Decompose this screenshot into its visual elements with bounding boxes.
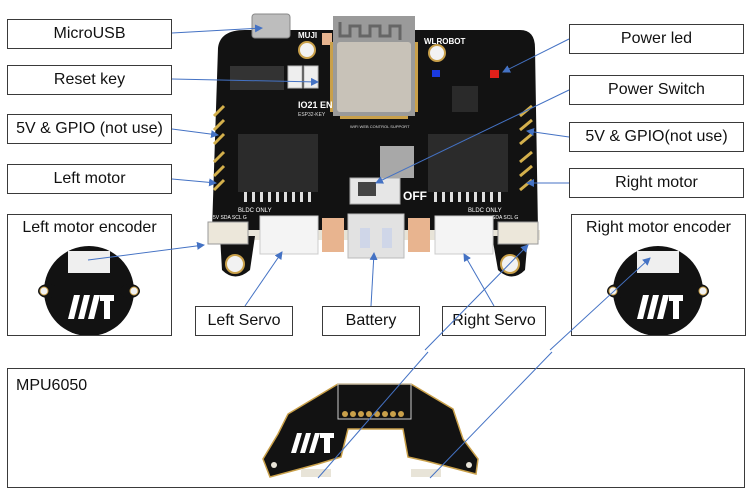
bldc-only-left: BLDC ONLY bbox=[238, 208, 272, 214]
reset-key bbox=[287, 65, 303, 89]
switch-off-text: OFF bbox=[403, 189, 427, 203]
header-pins-left bbox=[212, 104, 226, 192]
motor-driver-left bbox=[238, 134, 318, 202]
encoder-connector-left bbox=[301, 469, 331, 477]
power-led bbox=[490, 70, 499, 78]
key-sub-label: ESP32-KEY bbox=[298, 112, 326, 118]
label-gpio-right: 5V & GPIO(not use) bbox=[569, 122, 744, 152]
bldc-only-right: BLDC ONLY bbox=[468, 208, 502, 214]
label-left-servo: Left Servo bbox=[195, 306, 293, 336]
status-led bbox=[432, 70, 440, 77]
encoder-connector-right bbox=[411, 469, 441, 477]
mpu6050-panel: MPU6050 bbox=[7, 368, 745, 488]
mpu6050-board-art bbox=[262, 383, 479, 478]
regulator bbox=[452, 86, 478, 112]
left-encoder-art bbox=[38, 246, 140, 335]
mpu6050-title: MPU6050 bbox=[16, 377, 88, 394]
label-battery: Battery bbox=[322, 306, 420, 336]
label-right-motor: Right motor bbox=[569, 168, 744, 198]
label-reset-key: Reset key bbox=[7, 65, 172, 95]
left-encoder-panel: Left motor encoder bbox=[7, 214, 172, 336]
controller-board: MUJI WLROBOT IO21 EN ESP32-KEY WIFI WEB … bbox=[207, 13, 540, 277]
chip bbox=[230, 66, 284, 90]
battery-connector bbox=[347, 213, 405, 259]
label-gpio-left: 5V & GPIO (not use) bbox=[7, 114, 172, 144]
label-right-servo: Right Servo bbox=[442, 306, 546, 336]
label-left-motor: Left motor bbox=[7, 164, 172, 194]
brand-text: WLROBOT bbox=[424, 37, 465, 46]
right-encoder-panel: Right motor encoder bbox=[571, 214, 746, 336]
io21-key bbox=[303, 65, 319, 89]
label-microusb: MicroUSB bbox=[7, 19, 172, 49]
right-encoder-art bbox=[607, 246, 709, 335]
servo-connector-right bbox=[434, 215, 494, 255]
i2c-label-left: 5V SDA SCL G bbox=[213, 215, 247, 221]
encoder-connector-right bbox=[497, 221, 539, 245]
capacitor-left bbox=[322, 218, 344, 252]
muji-text: MUJI bbox=[298, 31, 317, 40]
capacitor-right bbox=[408, 218, 430, 252]
logo-icon bbox=[68, 295, 114, 319]
label-power-switch: Power Switch bbox=[569, 75, 744, 105]
servo-connector-left bbox=[259, 215, 319, 255]
esp32-module bbox=[330, 16, 418, 119]
i2c-label-right: SDA SCL G bbox=[492, 215, 518, 221]
microusb-port bbox=[251, 13, 291, 39]
encoder-connector-left bbox=[207, 221, 249, 245]
motor-driver-right bbox=[428, 134, 508, 202]
right-encoder-title: Right motor encoder bbox=[586, 219, 731, 236]
label-power-led: Power led bbox=[569, 24, 744, 54]
key-label: IO21 EN bbox=[298, 100, 333, 110]
left-encoder-title: Left motor encoder bbox=[22, 219, 157, 236]
mount-hole bbox=[428, 44, 446, 62]
wifi-text: WIFI WEB CONTROL SUPPORT bbox=[350, 124, 410, 129]
mount-hole bbox=[298, 41, 316, 59]
inductor bbox=[380, 146, 414, 178]
